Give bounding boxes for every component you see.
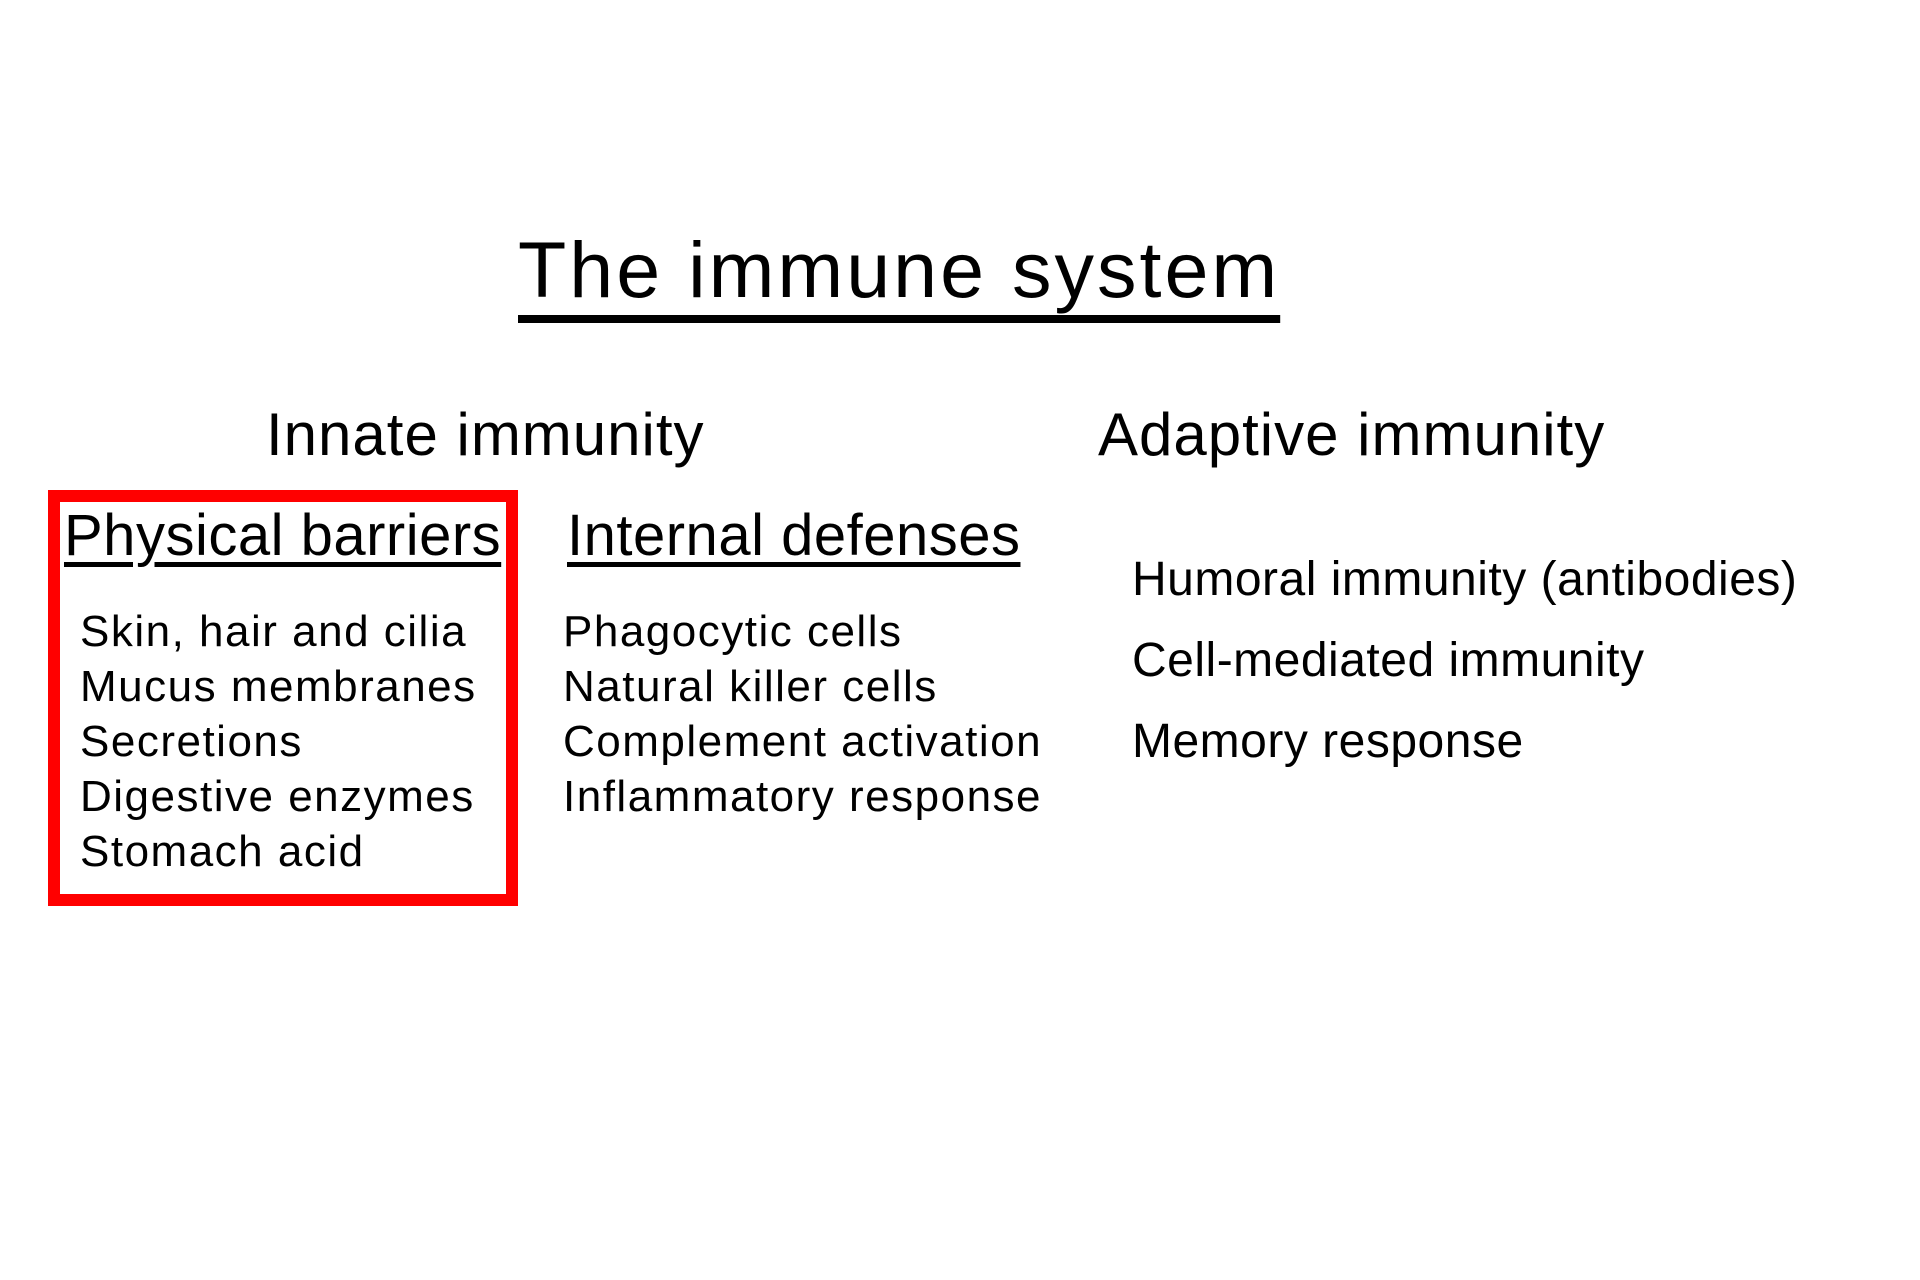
slide-title: The immune system <box>518 225 1281 314</box>
physical-barriers-list: Skin, hair and cilia Mucus membranes Sec… <box>80 604 477 879</box>
list-item: Inflammatory response <box>563 772 1043 821</box>
list-item: Humoral immunity (antibodies) <box>1132 553 1798 606</box>
list-item: Stomach acid <box>80 827 365 876</box>
adaptive-immunity-list: Humoral immunity (antibodies) Cell-media… <box>1132 539 1797 782</box>
internal-defenses-list: Phagocytic cells Natural killer cells Co… <box>563 604 1042 824</box>
list-item: Natural killer cells <box>563 662 938 711</box>
physical-barriers-heading: Physical barriers <box>64 503 502 568</box>
internal-defenses-heading: Internal defenses <box>567 503 1021 568</box>
adaptive-immunity-heading: Adaptive immunity <box>1098 401 1606 468</box>
list-item: Cell-mediated immunity <box>1132 634 1645 687</box>
list-item: Mucus membranes <box>80 662 477 711</box>
list-item: Secretions <box>80 717 303 766</box>
list-item: Memory response <box>1132 715 1524 768</box>
list-item: Complement activation <box>563 717 1043 766</box>
list-item: Digestive enzymes <box>80 772 475 821</box>
list-item: Skin, hair and cilia <box>80 607 468 656</box>
innate-immunity-heading: Innate immunity <box>266 401 705 468</box>
highlight-box <box>48 490 518 906</box>
list-item: Phagocytic cells <box>563 607 903 656</box>
